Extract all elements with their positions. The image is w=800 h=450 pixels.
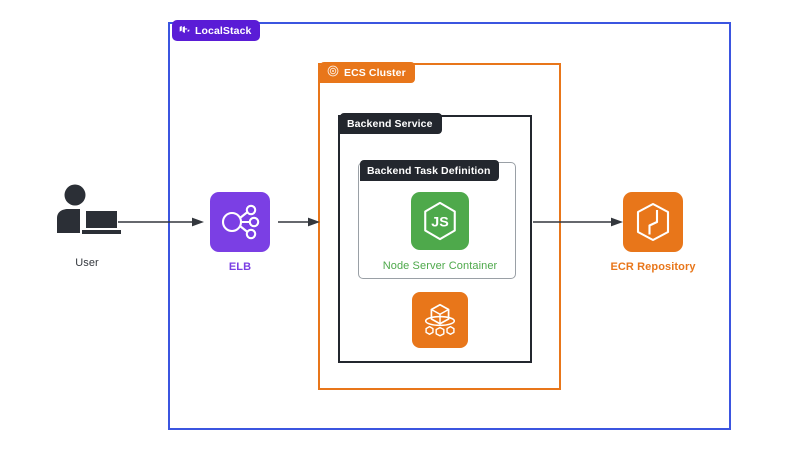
arrow-user-to-elb [118,216,206,228]
badge-backend-service: Backend Service [340,113,442,134]
badge-ecs-cluster-label: ECS Cluster [344,66,406,79]
badge-backend-task-definition-label: Backend Task Definition [367,164,491,177]
localstack-icon [179,24,190,38]
node-ecs-task-icon [412,292,468,348]
badge-localstack-label: LocalStack [195,24,252,37]
nodejs-icon: JS [411,192,469,250]
arrow-backend-service-to-ecr [533,216,625,228]
badge-localstack: LocalStack [172,20,261,41]
node-nodejs-container: JS Node Server Container [383,192,497,272]
node-ecr-label: ECR Repository [610,261,696,273]
svg-text:JS: JS [431,215,448,231]
ecs-service-icon [412,292,468,348]
node-elb-label: ELB [228,261,252,273]
container-ecs-cluster [318,63,561,390]
ecr-repository-icon [623,192,683,252]
node-elb: ELB [210,192,270,273]
badge-backend-task-definition: Backend Task Definition [360,160,500,181]
badge-backend-service-label: Backend Service [347,117,433,130]
node-user: User [47,184,127,269]
node-ecr-repository: ECR Repository [610,192,695,273]
user-laptop-icon [53,184,121,245]
node-user-label: User [75,257,99,269]
node-nodejs-label: Node Server Container [382,260,498,272]
badge-ecs-cluster: ECS Cluster [320,62,415,83]
container-localstack [168,22,731,430]
arrow-elb-to-ecs-cluster [278,216,322,228]
ecs-cluster-icon [327,65,339,80]
load-balancer-icon [210,192,270,252]
